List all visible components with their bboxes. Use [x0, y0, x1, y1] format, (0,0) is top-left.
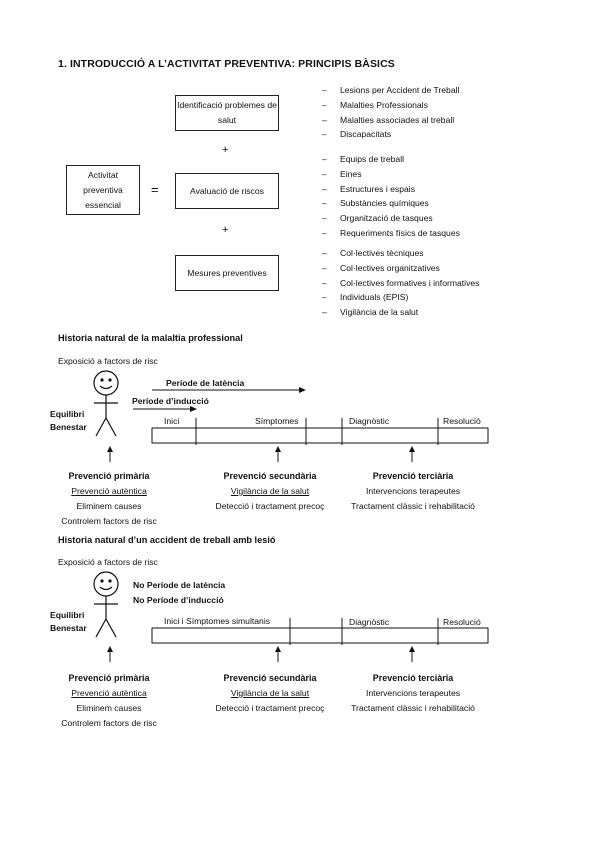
- list-item: Individuals (EPIS): [322, 290, 479, 305]
- prevencio-line: Intervencions terapeutes: [365, 486, 461, 496]
- prevencio-title: Prevenció primària: [68, 673, 150, 683]
- page-title: 1. INTRODUCCIÓ A L’ACTIVITAT PREVENTIVA:…: [58, 58, 395, 70]
- prevencio-line: Detecció i tractament precoç: [215, 703, 325, 713]
- list-item: Malalties Professionals: [322, 98, 459, 113]
- stage-inici: Inici: [164, 416, 180, 426]
- list-item: Col·lectives organitzatives: [322, 261, 479, 276]
- mesures-label: Mesures preventives: [187, 267, 267, 278]
- list-item: Eines: [322, 167, 460, 182]
- list-item: Lesions per Accident de Treball: [322, 83, 459, 98]
- person-label: Equilibri Benestar: [50, 610, 87, 633]
- plus-sign-2: +: [222, 224, 229, 236]
- stick-figure-icon: [93, 370, 119, 437]
- list-mesures: Col·lectives tècniques Col·lectives orga…: [322, 246, 479, 320]
- no-latency-label: No Període de latència: [133, 580, 226, 590]
- prevencio-title: Prevenció secundària: [223, 673, 317, 683]
- stage-simptomes: Símptomes: [255, 416, 299, 426]
- prevencio-line: Controlem factors de risc: [61, 718, 157, 728]
- no-induction-label: No Període d’inducció: [133, 595, 224, 605]
- section1-exposure: Exposició a factors de risc: [58, 356, 158, 366]
- plus-sign-1: +: [222, 144, 229, 156]
- stage-resolucio: Resolució: [443, 416, 481, 426]
- mesures-box: Mesures preventives: [175, 255, 279, 291]
- identificacio-box: Identificació problemes de salut: [175, 95, 279, 131]
- equilibri-label: Equilibri Benestar: [50, 408, 87, 434]
- prevencio-sub: Prevenció autèntica: [71, 486, 147, 496]
- stage-diagnostic: Diagnòstic: [349, 617, 390, 627]
- identificacio-label: Identificació problemes de salut: [177, 100, 277, 125]
- prevencio-line: Detecció i tractament precoç: [215, 501, 325, 511]
- prevencio-primaria: Prevenció primària Prevenció autèntica E…: [46, 671, 172, 731]
- prevencio-secundaria: Prevenció secundària Vigilància de la sa…: [202, 671, 338, 716]
- list-item: Col·lectives formatives i informatives: [322, 276, 479, 291]
- list-riscos: Equips de treball Eines Estructures i es…: [322, 152, 460, 241]
- avaluacio-label: Avaluació de riscos: [190, 185, 264, 196]
- prevencio-sub: Vigilància de la salut: [230, 486, 310, 496]
- prevencio-line: Intervencions terapeutes: [365, 688, 461, 698]
- section2-title: Historia natural d’un accident de trebal…: [58, 535, 276, 545]
- prevencio-title: Prevenció secundària: [223, 471, 317, 481]
- list-item: Malalties associades al treball: [322, 113, 459, 128]
- list-item: Equips de treball: [322, 152, 460, 167]
- activitat-preventiva-box: Activitat preventiva essencial: [66, 165, 140, 215]
- latency-label: Període de latència: [166, 378, 245, 388]
- prevencio-title: Prevenció terciària: [372, 471, 454, 481]
- equals-sign: =: [151, 182, 159, 197]
- list-item: Discapacitats: [322, 127, 459, 142]
- stick-figure-icon: [93, 571, 119, 638]
- prevencio-terciaria: Prevenció terciària Intervencions terape…: [336, 469, 490, 514]
- prevencio-line: Tractament clàssic i rehabilitació: [351, 703, 475, 713]
- prevencio-secundaria: Prevenció secundària Vigilància de la sa…: [202, 469, 338, 514]
- list-item: Organització de tasques: [322, 211, 460, 226]
- prevencio-line: Tractament clàssic i rehabilitació: [351, 501, 475, 511]
- list-item: Col·lectives tècniques: [322, 246, 479, 261]
- person-label: Equilibri Benestar: [50, 409, 87, 432]
- section2-exposure: Exposició a factors de risc: [58, 557, 158, 567]
- induction-label: Període d’inducció: [132, 396, 209, 406]
- prevencio-sub: Prevenció autèntica: [71, 688, 147, 698]
- timeline-bar: [151, 427, 489, 444]
- list-item: Requeriments físics de tasques: [322, 226, 460, 241]
- stage-resolucio: Resolució: [443, 617, 481, 627]
- activitat-preventiva-label: Activitat preventiva essencial: [83, 169, 123, 210]
- prevencio-sub: Vigilància de la salut: [230, 688, 310, 698]
- section1-title: Historia natural de la malaltia professi…: [58, 333, 243, 343]
- prevencio-line: Eliminem causes: [76, 703, 142, 713]
- prevencio-line: Controlem factors de risc: [61, 516, 157, 526]
- list-item: Substàncies químiques: [322, 196, 460, 211]
- list-problemes: Lesions per Accident de Treball Malaltie…: [322, 83, 459, 142]
- prevencio-title: Prevenció terciària: [372, 673, 454, 683]
- timeline-bar: [151, 627, 489, 644]
- list-item: Vigilància de la salut: [322, 305, 479, 320]
- avaluacio-box: Avaluació de riscos: [175, 173, 279, 209]
- prevencio-line: Eliminem causes: [76, 501, 142, 511]
- stage-diagnostic: Diagnòstic: [349, 416, 390, 426]
- list-item: Estructures i espais: [322, 182, 460, 197]
- equilibri-label: Equilibri Benestar: [50, 609, 87, 635]
- prevencio-title: Prevenció primària: [68, 471, 150, 481]
- prevencio-terciaria: Prevenció terciària Intervencions terape…: [336, 671, 490, 716]
- stage-inici-simptomes: Inici i Símptomes simultanis: [164, 616, 271, 626]
- prevencio-primaria: Prevenció primària Prevenció autèntica E…: [46, 469, 172, 529]
